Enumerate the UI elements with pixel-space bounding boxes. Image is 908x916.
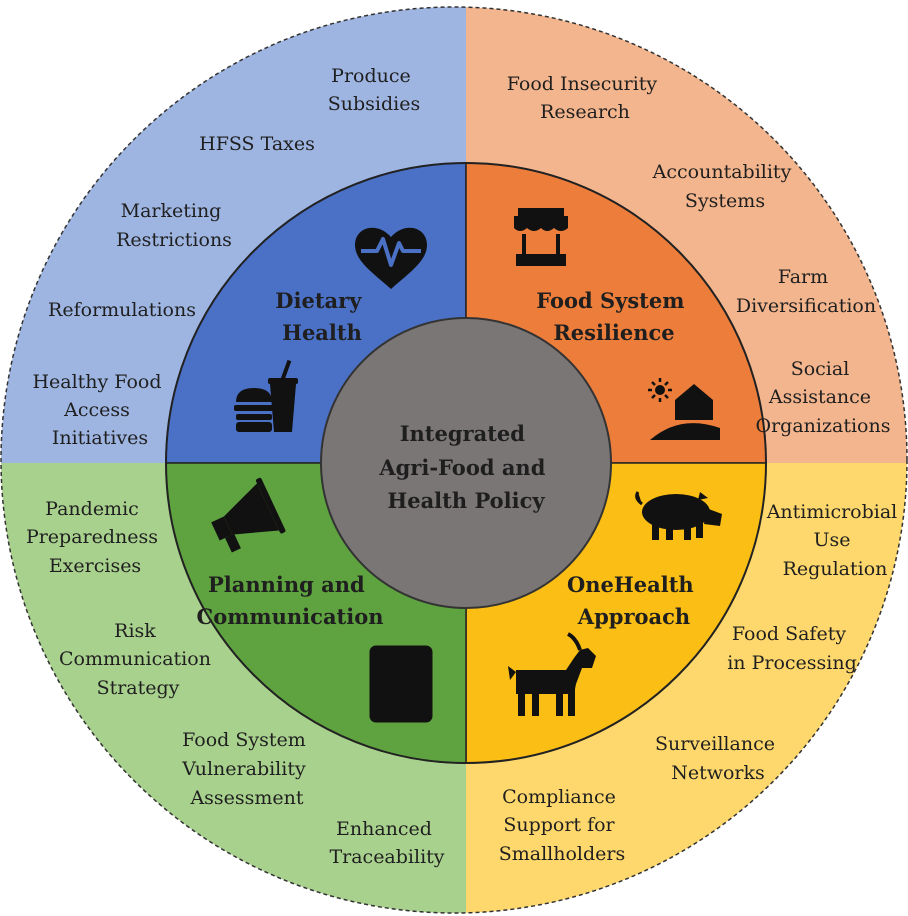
- item-surveillance-networks: Surveillance Networks: [655, 733, 781, 784]
- dietary-health-title: Dietary Health: [275, 288, 368, 345]
- planning-communication-title: Planning and Communication: [196, 572, 383, 629]
- title-line: Planning and: [208, 572, 365, 597]
- item-compliance-support-smallholders: Compliance Support for Smallholders: [499, 786, 626, 865]
- item-line: Organizations: [756, 415, 891, 437]
- title-line: Resilience: [553, 320, 674, 345]
- title-line: Food System: [536, 288, 684, 313]
- item-farm-diversification: Farm Diversification: [736, 266, 876, 317]
- item-line: Pandemic: [45, 498, 139, 520]
- item-line: Farm: [778, 266, 828, 288]
- item-pandemic-preparedness: Pandemic Preparedness Exercises: [26, 498, 164, 577]
- item-line: Healthy Food: [32, 371, 161, 393]
- outer-ring-border: [0, 6, 908, 914]
- item-line: Assistance: [768, 386, 871, 408]
- title-line: Health: [282, 320, 362, 345]
- heart-pulse-icon: [355, 227, 427, 289]
- item-line: Smallholders: [499, 843, 626, 865]
- checklist-icon: [369, 645, 433, 723]
- pig-icon: [635, 491, 722, 540]
- item-line: Food Insecurity: [507, 73, 658, 95]
- title-line: Approach: [577, 604, 690, 629]
- item-line: Systems: [685, 190, 765, 212]
- item-line: Marketing: [121, 200, 222, 222]
- item-marketing-restrictions: Marketing Restrictions: [116, 200, 232, 251]
- item-food-insecurity-research: Food Insecurity Research: [507, 73, 663, 123]
- item-line: Surveillance: [655, 733, 775, 755]
- item-food-system-vulnerability: Food System Vulnerability Assessment: [181, 729, 312, 809]
- item-healthy-food-access: Healthy Food Access Initiatives: [32, 371, 167, 449]
- item-food-safety-processing: Food Safety in Processing: [727, 623, 857, 674]
- center-title: Integrated Agri-Food and Health Policy: [378, 421, 552, 513]
- farm-barn-icon: [648, 378, 720, 440]
- item-line: Produce: [331, 65, 411, 87]
- center-title-line: Agri-Food and: [378, 455, 545, 480]
- item-line: HFSS Taxes: [199, 133, 315, 155]
- item-line: Risk: [114, 620, 156, 642]
- title-line: Communication: [196, 604, 383, 629]
- title-line: OneHealth: [567, 572, 694, 597]
- item-antimicrobial-use-regulation: Antimicrobial Use Regulation: [766, 501, 904, 580]
- onehealth-approach-title: OneHealth Approach: [567, 572, 701, 629]
- item-line: Subsidies: [328, 93, 420, 115]
- dietary-health-items: Produce Subsidies HFSS Taxes Marketing R…: [32, 65, 420, 449]
- center-title-line: Integrated: [400, 421, 526, 446]
- goat-icon: [508, 632, 596, 716]
- inner-ring-border: [165, 162, 767, 764]
- item-line: Vulnerability: [181, 758, 306, 780]
- item-line: Reformulations: [48, 299, 196, 321]
- item-line: Compliance: [502, 786, 616, 808]
- item-line: Strategy: [97, 677, 180, 699]
- food-system-resilience-title: Food System Resilience: [536, 288, 692, 345]
- item-line: Food System: [182, 729, 306, 751]
- item-line: Research: [540, 101, 630, 123]
- burger-drink-icon: [234, 359, 298, 432]
- item-line: Diversification: [736, 295, 876, 317]
- item-line: Social: [791, 358, 850, 380]
- item-produce-subsidies: Produce Subsidies: [328, 65, 420, 115]
- item-line: Access: [63, 399, 130, 421]
- item-line: in Processing: [727, 652, 857, 674]
- item-line: Enhanced: [336, 818, 432, 840]
- item-line: Use: [813, 529, 850, 551]
- item-line: Assessment: [189, 787, 303, 809]
- item-enhanced-traceability: Enhanced Traceability: [329, 818, 444, 868]
- item-line: Communication: [59, 648, 211, 670]
- item-line: Traceability: [329, 846, 444, 868]
- item-line: Accountability: [652, 161, 792, 183]
- item-line: Food Safety: [732, 623, 846, 645]
- item-hfss-taxes: HFSS Taxes: [199, 133, 315, 155]
- food-system-resilience-items: Food Insecurity Research Accountability …: [507, 73, 891, 437]
- center-circle: [320, 317, 612, 609]
- planning-communication-items: Pandemic Preparedness Exercises Risk Com…: [26, 498, 445, 868]
- item-line: Initiatives: [52, 427, 148, 449]
- item-social-assistance-organizations: Social Assistance Organizations: [756, 358, 891, 437]
- title-line: Dietary: [275, 288, 362, 313]
- item-reformulations: Reformulations: [48, 299, 196, 321]
- item-line: Support for: [503, 814, 615, 836]
- item-accountability-systems: Accountability Systems: [652, 161, 798, 212]
- item-line: Restrictions: [116, 229, 232, 251]
- item-line: Preparedness: [26, 526, 158, 548]
- item-line: Antimicrobial: [766, 501, 898, 523]
- item-line: Regulation: [783, 558, 888, 580]
- item-line: Networks: [671, 762, 765, 784]
- center-title-line: Health Policy: [387, 488, 545, 513]
- item-risk-communication-strategy: Risk Communication Strategy: [59, 620, 217, 699]
- item-line: Exercises: [49, 555, 141, 577]
- megaphone-icon: [211, 477, 286, 553]
- onehealth-approach-items: Antimicrobial Use Regulation Food Safety…: [499, 501, 904, 865]
- market-stall-icon: [514, 208, 568, 266]
